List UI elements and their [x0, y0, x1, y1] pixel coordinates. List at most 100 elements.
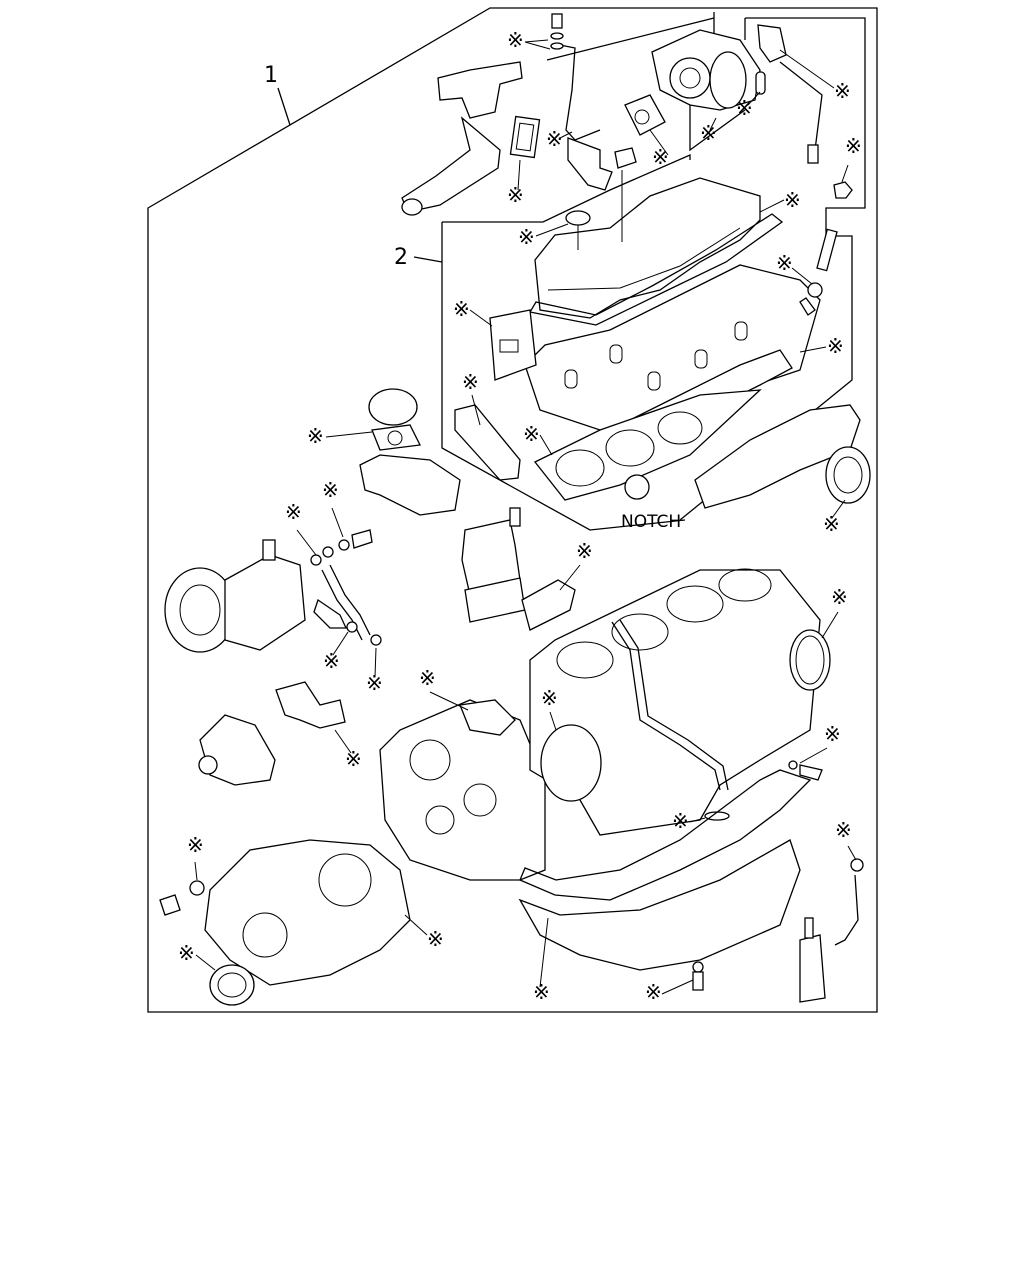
kit-marker: ※	[823, 512, 840, 536]
kit-marker: ※	[546, 127, 563, 151]
oil-seal-cap	[614, 147, 637, 169]
kit-marker: ※	[285, 500, 302, 524]
kit-marker: ※	[576, 539, 593, 563]
washer-d	[346, 621, 358, 633]
pump-o-ring	[755, 71, 766, 95]
washer-a	[310, 554, 322, 566]
top-bolt	[550, 13, 564, 50]
washer-c	[338, 539, 350, 551]
pipe-fitting	[807, 144, 819, 164]
oil-switch-washer	[850, 858, 864, 872]
kit-marker: ※	[776, 251, 793, 275]
callout-2-label: 2	[394, 245, 408, 270]
drain-bolt	[799, 764, 823, 781]
kit-marker: ※	[827, 334, 844, 358]
kit-marker: ※	[187, 833, 204, 857]
kit-marker: ※	[652, 145, 669, 169]
drain-washer	[788, 760, 798, 770]
exhaust-flange-gasket	[825, 446, 871, 504]
kit-marker: ※	[366, 671, 383, 695]
kit-marker: ※	[645, 980, 662, 1004]
pump-gasket	[757, 24, 787, 63]
top-right-frame	[679, 17, 866, 521]
water-pipe	[401, 61, 523, 216]
intake-manifold-gasket	[489, 309, 537, 381]
kit-marker: ※	[831, 585, 848, 609]
kit-marker: ※	[541, 686, 558, 710]
cylinder-liner-seal	[540, 724, 602, 802]
kit-marker: ※	[784, 188, 801, 212]
oil-pipe	[559, 44, 601, 141]
callout-1-label: 1	[264, 63, 278, 88]
banjo-bolt-top	[351, 529, 373, 549]
kit-1-boundary	[147, 7, 878, 1013]
thermostat-gasket	[454, 404, 521, 481]
small-pipe	[779, 61, 823, 151]
oil-cooler-gasket	[521, 579, 576, 631]
kit-marker: ※	[824, 722, 841, 746]
dipstick-guide-outline	[619, 619, 729, 791]
kit-marker: ※	[736, 96, 753, 120]
kit-marker: ※	[307, 424, 324, 448]
thermostat-housing-gasket	[371, 424, 421, 451]
oil-hose	[329, 564, 371, 636]
dipstick-guide	[611, 621, 721, 791]
oil-line	[834, 874, 859, 946]
washer-e	[370, 634, 382, 646]
cover-seal	[565, 210, 591, 226]
glow-plug	[816, 228, 838, 272]
kit-marker: ※	[845, 134, 862, 158]
kit-marker: ※	[323, 649, 340, 673]
kit-marker: ※	[453, 297, 470, 321]
oil-pan-gasket	[519, 769, 812, 901]
flange-gasket	[624, 94, 666, 136]
rear-oil-seal	[789, 629, 831, 691]
kit-marker: ※	[672, 809, 689, 833]
callout-1-leader	[277, 87, 291, 126]
oil-pan	[518, 839, 801, 971]
cover-plate-gasket	[189, 880, 205, 896]
washer-b	[322, 546, 334, 558]
banjo-bolt-low	[313, 598, 348, 629]
thermostat-cover	[368, 388, 418, 426]
front-oil-seal	[209, 964, 255, 1006]
cover-plate	[159, 894, 181, 916]
callout-2-leader	[413, 256, 443, 263]
notch-label: NOTCH	[621, 512, 681, 532]
kit-marker: ※	[518, 225, 535, 249]
kit-marker: ※	[834, 79, 851, 103]
injector-nozzle	[799, 297, 816, 316]
kit-marker: ※	[427, 927, 444, 951]
kit-marker: ※	[462, 370, 479, 394]
oil-cooler	[461, 507, 526, 623]
vacuum-pump	[651, 29, 761, 111]
nut	[833, 181, 853, 199]
pipe-gasket	[509, 115, 541, 159]
kit-markers: ※ ※ ※ ※ ※ ※ ※ ※ ※ ※ ※ ※ ※ ※ ※ ※ ※ ※ ※ ※ …	[178, 28, 862, 1004]
kit-marker: ※	[345, 747, 362, 771]
notch-detail-circle	[624, 474, 650, 500]
drain-plug	[692, 971, 704, 991]
oil-hose-outline	[321, 569, 363, 641]
cylinder-head-gasket	[533, 389, 762, 501]
timing-gear-cover	[204, 839, 411, 986]
kit-marker: ※	[178, 941, 195, 965]
drain-plug-washer	[692, 961, 704, 973]
oil-pressure-switch	[799, 917, 826, 1003]
kit-marker: ※	[533, 980, 550, 1004]
injector-ring	[807, 282, 823, 298]
gear-case-plate	[379, 699, 546, 881]
kit-marker: ※	[523, 422, 540, 446]
kit-marker: ※	[419, 666, 436, 690]
kit-marker: ※	[507, 28, 524, 52]
thermostat-housing	[359, 454, 461, 516]
kit-2-boundary	[441, 154, 691, 531]
water-pump	[198, 714, 276, 786]
head-cover-gasket	[528, 213, 784, 326]
kit-marker: ※	[322, 478, 339, 502]
water-pump-gasket	[275, 681, 346, 729]
cylinder-head	[524, 264, 821, 431]
exhaust-manifold	[694, 404, 861, 509]
gear-case-gasket	[459, 699, 516, 736]
